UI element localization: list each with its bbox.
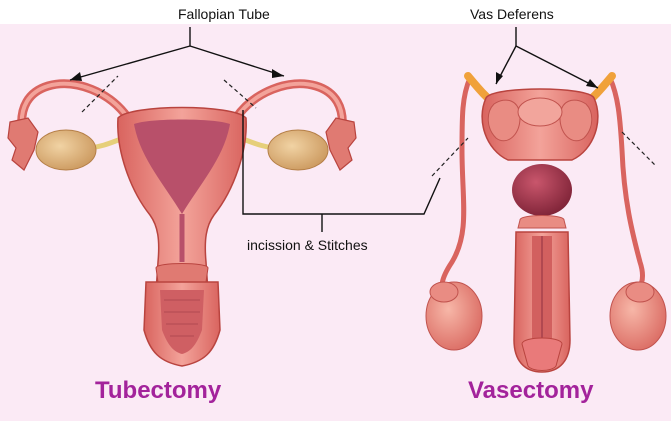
top-strip [0,0,671,24]
right-ovary [267,129,329,171]
callout-arrowheads [70,69,598,88]
vas-deferens-label: Vas Deferens [470,6,554,22]
left-vas-incision-mark [431,137,469,177]
right-vas-incision-mark [621,131,657,167]
vasectomy-title: Vasectomy [468,377,594,404]
right-vas-deferens [607,76,645,295]
left-ovary [35,129,97,171]
bladder [512,164,572,216]
left-fimbriae [7,117,39,171]
tubectomy-title: Tubectomy [95,377,222,404]
right-tube-incision-mark [223,79,257,109]
uterine-cavity [134,119,230,214]
incision-label: incission & Stitches [247,237,368,253]
fallopian-tube-label: Fallopian Tube [178,6,270,22]
left-tube-incision-mark [81,75,119,113]
right-fimbriae [325,117,357,171]
left-vas-deferens [439,76,473,295]
male-reproductive-illustration [425,72,667,373]
